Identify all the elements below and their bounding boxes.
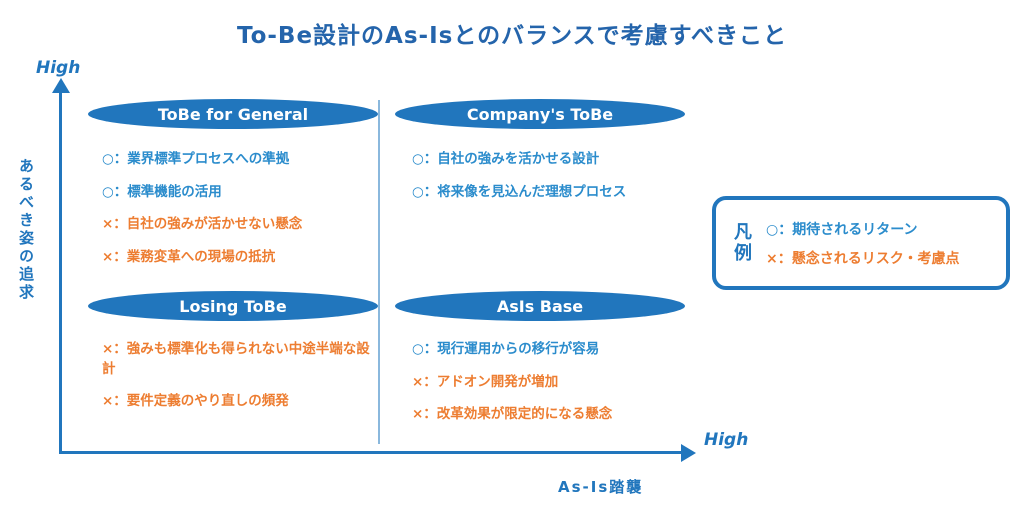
list-item: ×：改革効果が限定的になる懸念 [412, 406, 613, 423]
x-axis-arrowhead [681, 444, 696, 462]
x-axis-high-label: High [704, 430, 749, 450]
quadrant-header-asis-base: AsIs Base [395, 291, 685, 321]
page-title: To-Be設計のAs-Isとのバランスで考慮すべきこと [236, 23, 788, 49]
list-item: ×：アドオン開発が増加 [412, 373, 559, 390]
list-item: ×：強みも標準化も得られない中途半端な設計 [102, 341, 370, 377]
legend-item-risk: ×：懸念されるリスク・考慮点 [766, 250, 960, 267]
list-item: ○：将来像を見込んだ理想プロセス [412, 183, 627, 200]
legend-box: 凡例 ○：期待されるリターン ×：懸念されるリスク・考慮点 [712, 196, 1010, 290]
quadrant-items-losing-tobe: ×：強みも標準化も得られない中途半端な設計 ×：要件定義のやり直しの頻発 [102, 340, 378, 425]
quadrant-header-losing-tobe: Losing ToBe [88, 291, 378, 321]
list-item: ×：要件定義のやり直しの頻発 [102, 393, 289, 410]
y-axis-arrowhead [52, 78, 70, 93]
quadrant-items-companys-tobe: ○：自社の強みを活かせる設計 ○：将来像を見込んだ理想プロセス [412, 150, 680, 215]
list-item: ○：標準機能の活用 [102, 183, 222, 200]
list-item: ×：業務変革への現場の抵抗 [102, 248, 276, 265]
y-axis-title: あるべき姿の追求 [17, 158, 35, 302]
list-item: ○：業界標準プロセスへの準拠 [102, 151, 290, 167]
legend-items: ○：期待されるリターン ×：懸念されるリスク・考慮点 [766, 219, 959, 268]
list-item: ○：自社の強みを活かせる設計 [412, 151, 600, 167]
quadrant-items-asis-base: ○：現行運用からの移行が容易 ×：アドオン開発が増加 ×：改革効果が限定的になる… [412, 340, 680, 438]
quadrant-header-tobe-for-general: ToBe for General [88, 99, 378, 129]
legend-title: 凡例 [731, 222, 752, 264]
legend-item-return: ○：期待されるリターン [766, 221, 918, 238]
quadrant-divider [378, 100, 380, 444]
quadrant-items-tobe-for-general: ○：業界標準プロセスへの準拠 ○：標準機能の活用 ×：自社の強みが活かせない懸念… [102, 150, 370, 280]
list-item: ×：自社の強みが活かせない懸念 [102, 216, 303, 233]
quadrant-header-companys-tobe: Company's ToBe [395, 99, 685, 129]
y-axis [59, 92, 62, 454]
y-axis-high-label: High [36, 58, 81, 78]
list-item: ○：現行運用からの移行が容易 [412, 341, 600, 357]
x-axis [59, 451, 683, 454]
x-axis-title: As-Is踏襲 [558, 478, 644, 496]
